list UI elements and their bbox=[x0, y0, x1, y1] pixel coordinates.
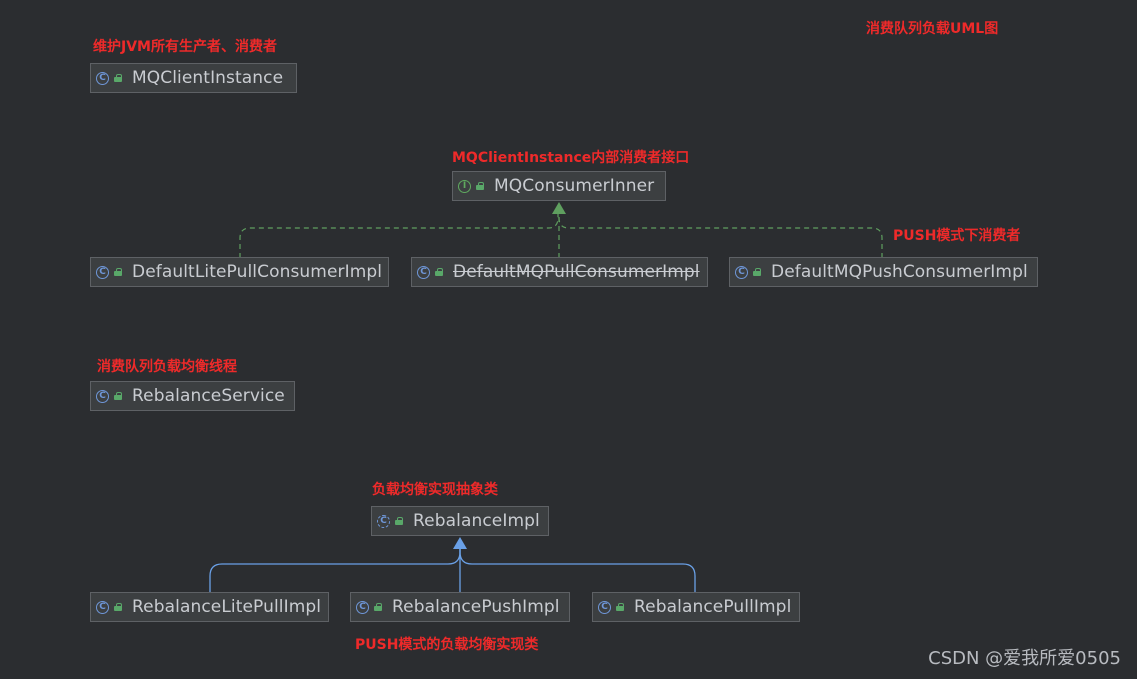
visibility-icon bbox=[435, 268, 443, 276]
class-name: MQClientInstance bbox=[132, 68, 284, 88]
class-node-mqclientinstance[interactable]: C MQClientInstance bbox=[90, 63, 297, 93]
interface-icon: I bbox=[458, 179, 471, 193]
edge-defaultlitepull-implements-mqconsumerinner bbox=[239, 212, 559, 258]
class-name: DefaultLitePullConsumerImpl bbox=[132, 262, 383, 282]
implements-edges bbox=[239, 212, 883, 258]
class-icon: C bbox=[598, 600, 611, 614]
watermark: CSDN @爱我所爱0505 bbox=[928, 648, 1121, 669]
edge-rebalancepull-extends-rebalanceimpl bbox=[459, 549, 696, 593]
class-icon: C bbox=[356, 600, 369, 614]
note-rebalancepushimpl: PUSH模式的负载均衡实现类 bbox=[355, 637, 539, 653]
class-icon: C bbox=[96, 265, 109, 279]
abstract-class-icon: C bbox=[377, 514, 390, 528]
class-node-defaultmqpushconsumerimpl[interactable]: C DefaultMQPushConsumerImpl bbox=[729, 257, 1038, 287]
class-node-rebalancepullimpl[interactable]: C RebalancePullImpl bbox=[592, 592, 800, 622]
visibility-icon bbox=[114, 74, 122, 82]
class-icon: C bbox=[417, 265, 430, 279]
class-name: RebalanceImpl bbox=[413, 511, 540, 531]
abstract-class-node-rebalanceimpl[interactable]: C RebalanceImpl bbox=[371, 506, 549, 536]
visibility-icon bbox=[114, 268, 122, 276]
class-name: RebalanceService bbox=[132, 386, 285, 406]
diagram-title-note: 消费队列负载UML图 bbox=[866, 21, 999, 37]
visibility-icon bbox=[753, 268, 761, 276]
visibility-icon bbox=[395, 517, 403, 525]
edge-rebalancelitepull-extends-rebalanceimpl bbox=[209, 549, 461, 593]
class-icon: C bbox=[96, 600, 109, 614]
class-name: RebalancePushImpl bbox=[392, 597, 560, 617]
note-mqconsumerinner: MQClientInstance内部消费者接口 bbox=[452, 150, 690, 166]
class-name: RebalancePullImpl bbox=[634, 597, 792, 617]
class-icon: C bbox=[96, 389, 109, 403]
edge-defaultmqpush-implements-mqconsumerinner bbox=[558, 212, 883, 258]
class-node-rebalancepushimpl[interactable]: C RebalancePushImpl bbox=[350, 592, 570, 622]
extends-arrowhead bbox=[453, 537, 467, 549]
class-name-deprecated: DefaultMQPullConsumerImpl bbox=[453, 262, 700, 282]
note-rebalanceservice: 消费队列负载均衡线程 bbox=[97, 359, 237, 375]
visibility-icon bbox=[616, 603, 624, 611]
class-node-defaultmqpullconsumerimpl[interactable]: C DefaultMQPullConsumerImpl bbox=[411, 257, 708, 287]
class-icon: C bbox=[735, 265, 748, 279]
class-name: DefaultMQPushConsumerImpl bbox=[771, 262, 1028, 282]
visibility-icon bbox=[374, 603, 382, 611]
visibility-icon bbox=[476, 182, 484, 190]
note-push-consumer: PUSH模式下消费者 bbox=[893, 228, 1021, 244]
visibility-icon bbox=[114, 603, 122, 611]
class-node-rebalanceservice[interactable]: C RebalanceService bbox=[90, 381, 295, 411]
class-name: RebalanceLitePullImpl bbox=[132, 597, 322, 617]
interface-node-mqconsumerinner[interactable]: I MQConsumerInner bbox=[452, 171, 666, 201]
class-node-rebalancelitepullimpl[interactable]: C RebalanceLitePullImpl bbox=[90, 592, 329, 622]
interface-name: MQConsumerInner bbox=[494, 176, 655, 196]
note-rebalanceimpl: 负载均衡实现抽象类 bbox=[372, 482, 498, 498]
visibility-icon bbox=[114, 392, 122, 400]
class-icon: C bbox=[96, 71, 109, 85]
class-node-defaultlitepullconsumerimpl[interactable]: C DefaultLitePullConsumerImpl bbox=[90, 257, 389, 287]
implements-arrowhead bbox=[552, 202, 566, 214]
extends-edges bbox=[209, 549, 696, 593]
note-mqclientinstance: 维护JVM所有生产者、消费者 bbox=[93, 39, 277, 55]
